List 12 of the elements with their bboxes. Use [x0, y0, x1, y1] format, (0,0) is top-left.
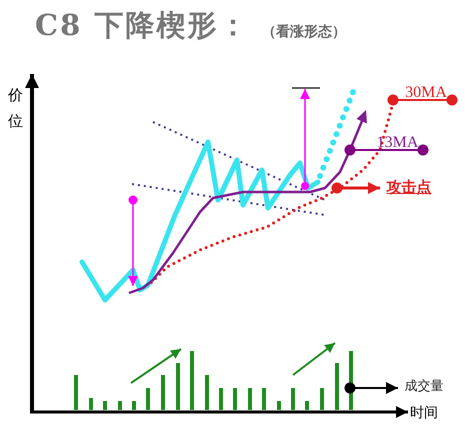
leader-line [388, 94, 458, 106]
subtitle: （看涨形态） [262, 25, 346, 40]
axis-label: 时间 [410, 406, 438, 422]
axis-label: 价位 [8, 85, 24, 132]
callout-text: 成交量 [398, 380, 450, 396]
ma-label: 13MA [372, 134, 423, 150]
title: C8 下降楔形： [35, 10, 250, 42]
ma-label: 30MA [400, 84, 452, 100]
arrow [332, 182, 380, 194]
callout-text: 攻击点 [380, 179, 438, 197]
leader-line [344, 144, 428, 156]
arrow [344, 382, 398, 394]
